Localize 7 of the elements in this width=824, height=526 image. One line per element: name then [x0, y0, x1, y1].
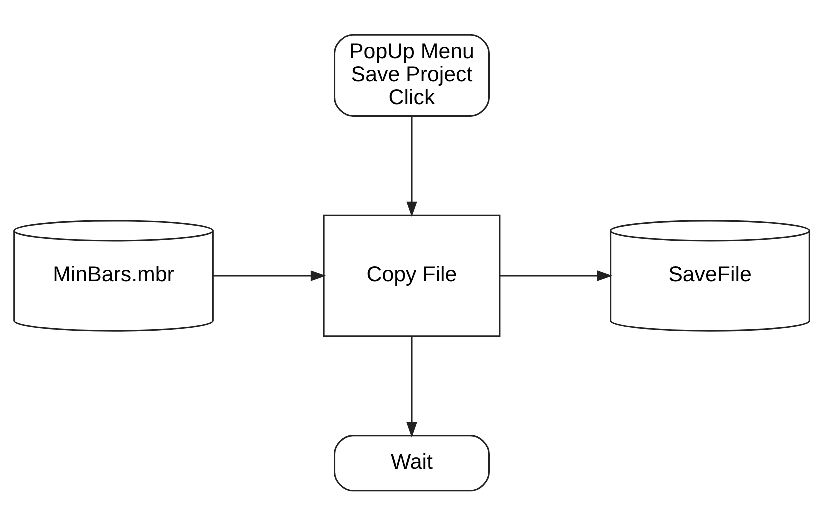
node-box: Wait — [334, 435, 490, 492]
arrow — [213, 270, 326, 282]
arrow — [500, 270, 613, 282]
arrow — [406, 336, 418, 438]
node-box: PopUp Menu Save Project Click — [334, 34, 490, 117]
node-box: Copy File — [323, 214, 501, 338]
arrow — [406, 116, 418, 218]
